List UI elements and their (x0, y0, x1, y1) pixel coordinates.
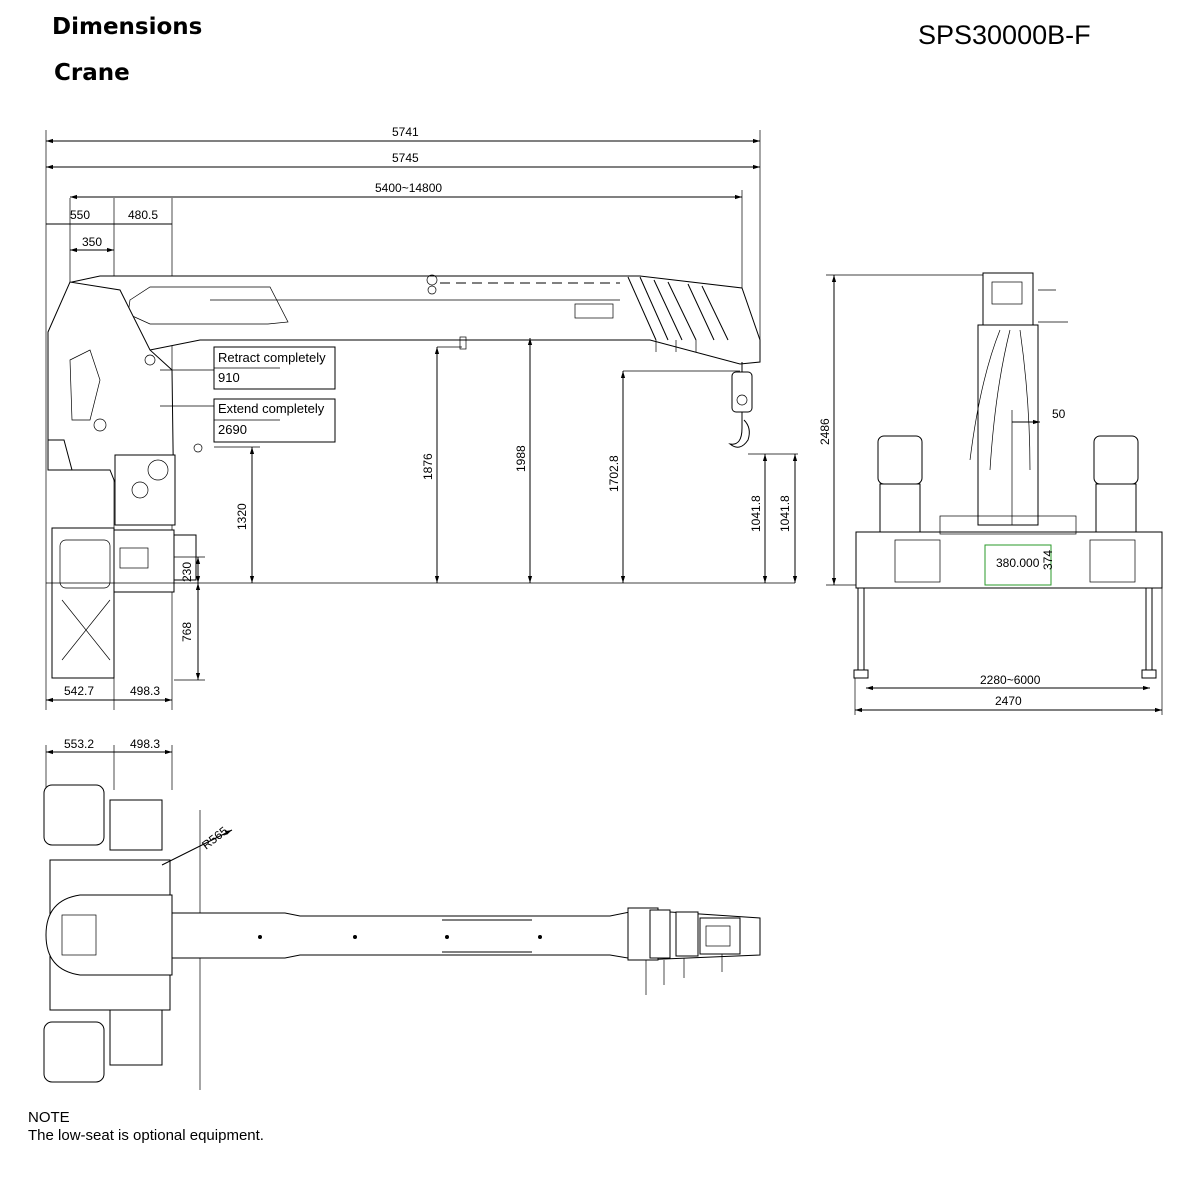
dim-350: 350 (82, 235, 102, 249)
dim-2280-6000: 2280~6000 (980, 673, 1041, 687)
dim-542-7: 542.7 (64, 684, 94, 698)
dim-1876: 1876 (421, 453, 435, 480)
dim-550: 550 (70, 208, 90, 222)
retract-value: 910 (218, 370, 240, 385)
dim-2486: 2486 (818, 418, 832, 445)
front-view: 2486 50 380.000 374 2280~6000 (818, 272, 1163, 715)
dim-1320: 1320 (235, 503, 249, 530)
extend-label: Extend completely (218, 401, 325, 416)
dim-498-3-side: 498.3 (130, 684, 160, 698)
extend-value: 2690 (218, 422, 247, 437)
dim-498-3-top: 498.3 (130, 737, 160, 751)
dim-r565: R565 (199, 823, 230, 852)
dim-1041-8-b: 1041.8 (778, 495, 792, 532)
dim-1988: 1988 (514, 445, 528, 472)
dim-1041-8-a: 1041.8 (749, 495, 763, 532)
page-subtitle: Crane (54, 60, 130, 86)
note: NOTE The low-seat is optional equipment. (28, 1109, 264, 1145)
dim-553-2: 553.2 (64, 737, 94, 751)
dim-374: 374 (1041, 550, 1055, 570)
dim-768: 768 (180, 622, 194, 642)
model-number: SPS30000B-F (918, 20, 1091, 50)
dim-5741: 5741 (392, 125, 419, 139)
dim-50: 50 (1052, 407, 1066, 421)
retract-label: Retract completely (218, 350, 326, 365)
note-text: The low-seat is optional equipment. (28, 1127, 264, 1144)
dim-230: 230 (180, 562, 194, 582)
dim-1702-8: 1702.8 (607, 455, 621, 492)
side-view: 5741 5745 5400~14800 550 480.5 350 (45, 125, 798, 710)
dim-5745: 5745 (392, 151, 419, 165)
dim-2470: 2470 (995, 694, 1022, 708)
dim-480-5: 480.5 (128, 208, 158, 222)
top-view: 553.2 498.3 R565 (43, 737, 761, 1090)
dim-380: 380.000 (996, 556, 1040, 570)
page-title: Dimensions (52, 14, 203, 40)
note-title: NOTE (28, 1109, 70, 1126)
dim-5400-14800: 5400~14800 (375, 181, 442, 195)
